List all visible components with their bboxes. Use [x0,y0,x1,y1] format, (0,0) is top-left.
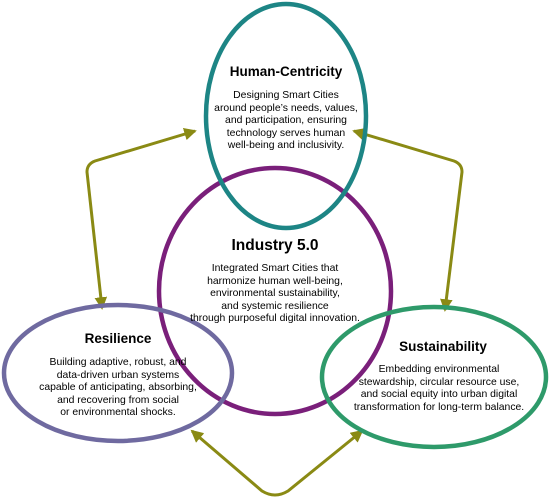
text-line: and social equity into urban digital [360,389,518,401]
arrow-human-sustainability [352,128,464,312]
text-line: and systemic resilience [221,300,329,312]
resilience-description: Building adaptive, robust, and data-driv… [25,357,211,420]
arrow-resilience-sustainability [190,429,364,497]
text-line: through purposeful digital innovation. [190,313,360,325]
human-centricity-ellipse [203,1,369,231]
text-line: technology serves human [226,127,346,139]
text-line: well-being and inclusivity. [227,140,345,152]
text-line: data-driven urban systems [56,369,180,381]
sustainability-description: Embedding environmental stewardship, cir… [336,364,542,414]
text-line: environmental sustainability, [210,288,340,300]
arrow-human-resilience [85,128,197,310]
resilience-title: Resilience [84,331,152,346]
text-line: and recovering from social [57,394,179,406]
text-line: Integrated Smart Cities that [211,263,339,274]
sustainability-ellipse [319,304,549,450]
text-line: around people’s needs, values, [214,102,358,114]
resilience-ellipse [1,302,235,444]
text-line: stewardship, circular resource use, [358,376,520,388]
text-line: Designing Smart Cities [233,90,339,101]
industry-description: Integrated Smart Cities that harmonize h… [170,263,380,326]
text-line: capable of anticipating, absorbing, [39,382,197,394]
text-line: harmonize human well-being, [207,275,343,287]
text-line: transformation for long-term balance. [353,401,525,413]
text-line: and participation, ensuring [225,115,347,127]
sustainability-title: Sustainability [399,339,487,354]
text-line: Building adaptive, robust, and [49,357,187,368]
industry-circle [156,165,394,417]
human-centricity-description: Designing Smart Cities around people’s n… [196,90,376,153]
text-line: or environmental shocks. [60,407,176,419]
text-line: Embedding environmental [378,364,500,375]
industry-title: Industry 5.0 [231,237,319,254]
human-centricity-title: Human-Centricity [229,64,343,79]
